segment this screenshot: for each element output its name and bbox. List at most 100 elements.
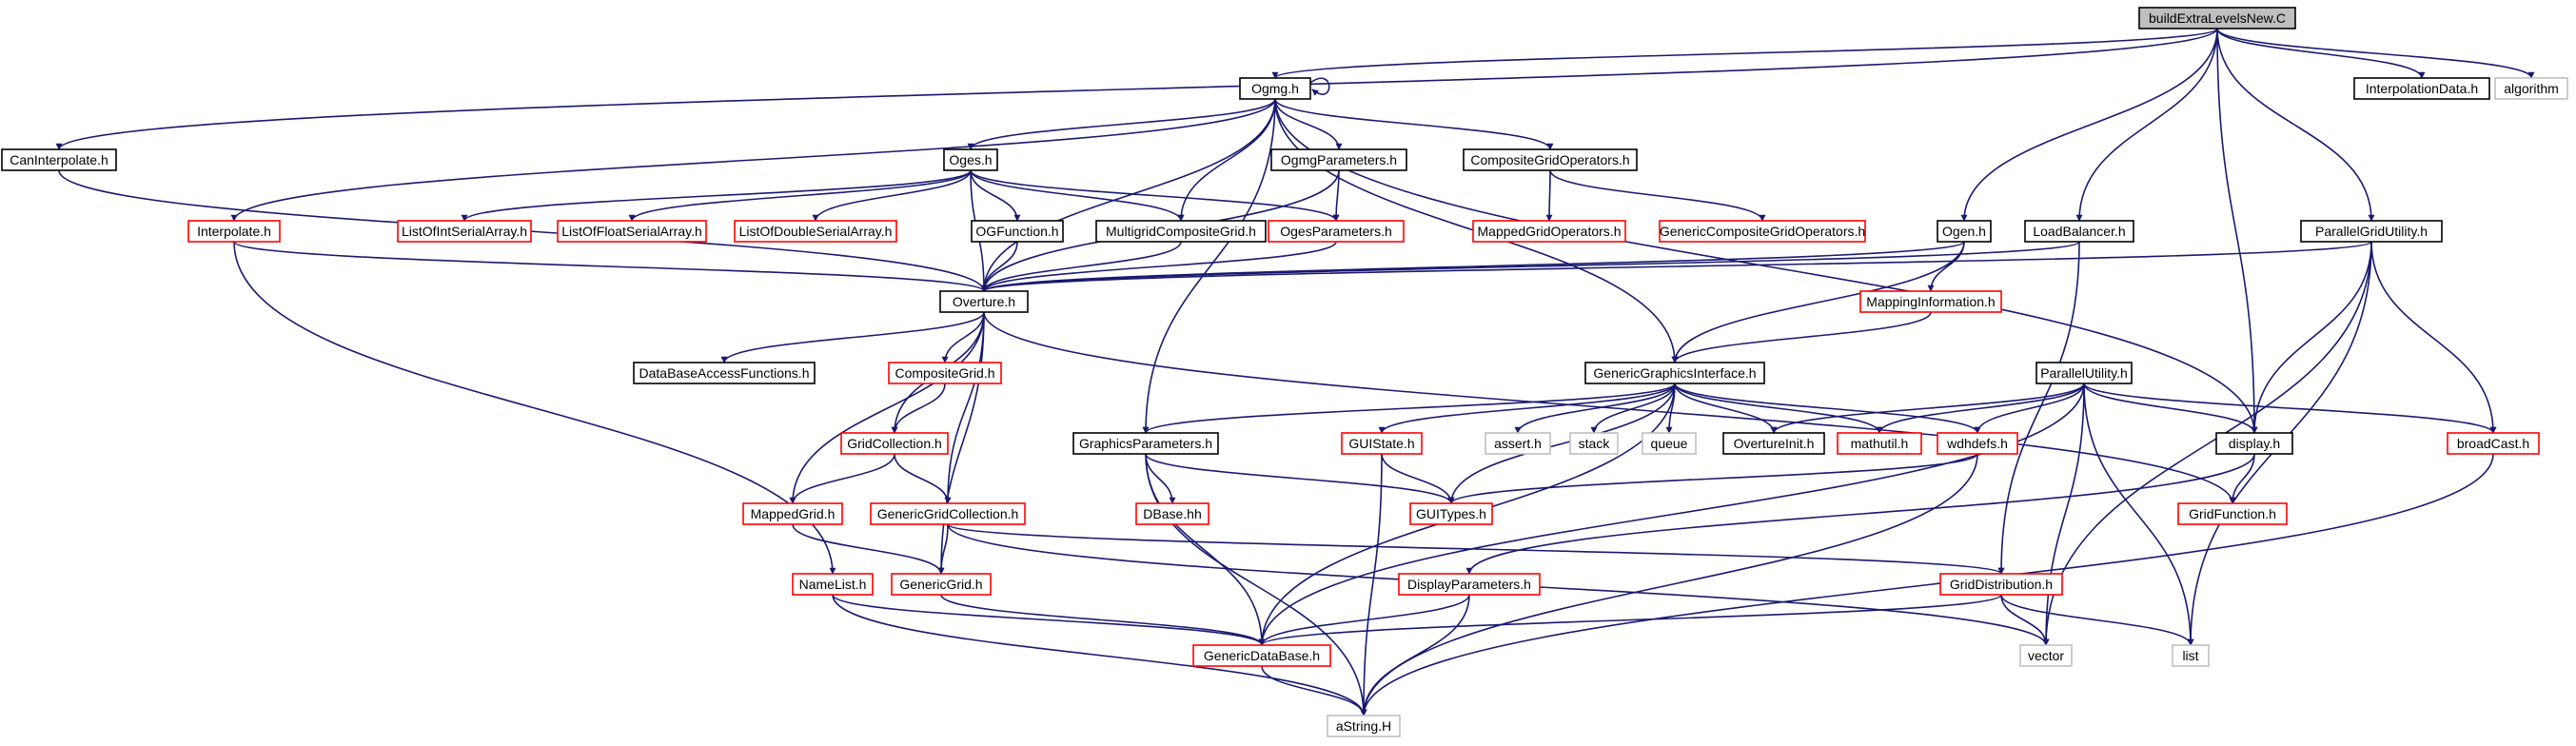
edge-guistate-to-guitypes [1381, 453, 1455, 504]
node-label: MultigridCompositeGrid.h [1106, 224, 1256, 239]
node-asserth: assert.h [1485, 432, 1551, 455]
node-mathutil[interactable]: mathutil.h [1837, 432, 1922, 455]
node-genericgrid[interactable]: GenericGrid.h [891, 573, 992, 596]
node-genericcgops[interactable]: GenericCompositeGridOperators.h [1659, 220, 1866, 243]
node-box [1268, 220, 1405, 243]
node-graphicsparams[interactable]: GraphicsParameters.h [1072, 432, 1219, 455]
node-label: assert.h [1494, 436, 1542, 451]
node-ovinit[interactable]: OvertureInit.h [1722, 432, 1825, 455]
node-ogmgparams[interactable]: OgmgParameters.h [1270, 148, 1407, 171]
node-putility[interactable]: ParallelUtility.h [2035, 362, 2133, 384]
node-gridfunction[interactable]: GridFunction.h [2177, 502, 2288, 525]
edge-root-to-caninterp [55, 28, 2218, 150]
node-broadcast[interactable]: broadCast.h [2447, 432, 2540, 455]
node-compgridops[interactable]: CompositeGridOperators.h [1463, 148, 1638, 171]
node-dbase[interactable]: DBase.hh [1135, 502, 1209, 525]
node-label: ListOfIntSerialArray.h [402, 224, 527, 239]
node-label: ListOfFloatSerialArray.h [561, 224, 702, 239]
node-lofloatserial[interactable]: ListOfFloatSerialArray.h [557, 220, 707, 243]
node-box [1859, 290, 2002, 313]
node-griddist[interactable]: GridDistribution.h [1939, 573, 2063, 596]
node-compositegrid[interactable]: CompositeGrid.h [888, 362, 1002, 384]
node-ogen[interactable]: Ogen.h [1937, 220, 1992, 243]
edge-namelist-to-astring [832, 594, 1367, 717]
edge-namelist-to-genericdb [832, 594, 1266, 646]
node-box [1239, 77, 1311, 100]
edge-ogesparams-to-overture [980, 241, 1337, 292]
node-label: GridFunction.h [2189, 506, 2276, 521]
node-ogmg[interactable]: Ogmg.h [1239, 77, 1311, 100]
node-box [870, 502, 1026, 525]
node-label: OgesParameters.h [1280, 224, 1392, 239]
node-mappedgridops[interactable]: MappedGridOperators.h [1472, 220, 1626, 243]
node-ogfunction[interactable]: OGFunction.h [971, 220, 1064, 243]
node-interpdata[interactable]: InterpolationData.h [2353, 77, 2490, 100]
edge-ogen-to-ggi [1671, 241, 1965, 363]
edge-broadcast-to-astring [1360, 453, 2494, 717]
edge-ggi-to-guistate [1378, 383, 1676, 434]
node-lodoubleserial[interactable]: ListOfDoubleSerialArray.h [734, 220, 897, 243]
edge-ggi-to-mathutil [1674, 383, 1883, 434]
edge-loadbalancer-to-overture [980, 241, 2080, 292]
node-caninterp[interactable]: CanInterpolate.h [1, 148, 117, 171]
edge-graphicsparams-to-guitypes [1145, 453, 1455, 504]
node-label: DataBaseAccessFunctions.h [639, 365, 810, 381]
edge-oges-to-ogfunction [970, 169, 1021, 222]
node-genericgridcoll[interactable]: GenericGridCollection.h [870, 502, 1026, 525]
node-root[interactable]: buildExtraLevelsNew.C [2138, 7, 2296, 29]
edge-putility-to-broadcast [2083, 383, 2497, 434]
node-vector: vector [2019, 644, 2073, 667]
node-ggi[interactable]: GenericGraphicsInterface.h [1584, 362, 1765, 384]
node-guitypes[interactable]: GUITypes.h [1409, 502, 1493, 525]
node-box [1937, 220, 1992, 243]
node-oges[interactable]: Oges.h [943, 148, 998, 171]
node-overture[interactable]: Overture.h [939, 290, 1029, 313]
edge-ggi-to-graphicsparams [1142, 383, 1676, 434]
edge-multigridcg-to-overture [980, 241, 1182, 292]
edge-root-to-pgridutil [2216, 28, 2375, 222]
node-box [734, 220, 897, 243]
node-dbaccess[interactable]: DataBaseAccessFunctions.h [633, 362, 816, 384]
node-box [1569, 432, 1619, 455]
node-mappinginfo[interactable]: MappingInformation.h [1859, 290, 2002, 313]
node-mappedgrid[interactable]: MappedGrid.h [742, 502, 843, 525]
node-box [1937, 432, 2018, 455]
node-wdhdefs[interactable]: wdhdefs.h [1937, 432, 2018, 455]
node-loadbalancer[interactable]: LoadBalancer.h [2024, 220, 2134, 243]
node-label: algorithm [2504, 81, 2559, 96]
node-multigridcg[interactable]: MultigridCompositeGrid.h [1095, 220, 1267, 243]
node-algorithm: algorithm [2494, 77, 2568, 100]
node-guistate[interactable]: GUIState.h [1341, 432, 1423, 455]
node-ogesparams[interactable]: OgesParameters.h [1268, 220, 1405, 243]
node-label: buildExtraLevelsNew.C [2149, 10, 2286, 26]
node-label: ParallelUtility.h [2040, 365, 2128, 381]
edge-loadbalancer-to-griddist [1997, 241, 2080, 575]
node-label: wdhdefs.h [1946, 436, 2008, 451]
node-display[interactable]: display.h [2215, 432, 2293, 455]
node-label: stack [1579, 436, 1611, 451]
node-box [1939, 573, 2063, 596]
node-lointserial[interactable]: ListOfIntSerialArray.h [397, 220, 532, 243]
node-box [943, 148, 998, 171]
node-pgridutil[interactable]: ParallelGridUtility.h [2300, 220, 2443, 243]
node-gridcollection[interactable]: GridCollection.h [840, 432, 949, 455]
node-interpolate[interactable]: Interpolate.h [187, 220, 281, 243]
node-box [2035, 362, 2133, 384]
edge-ogfunction-to-overture [980, 241, 1018, 292]
edge-ggi-to-asserth [1514, 383, 1676, 434]
edge-ogmg-to-compgridops [1274, 98, 1554, 150]
node-genericdb[interactable]: GenericDataBase.h [1192, 644, 1331, 667]
edge-pgridutil-to-broadcast [2370, 241, 2497, 434]
node-box [2024, 220, 2134, 243]
node-label: MappingInformation.h [1866, 294, 1995, 309]
node-box [2172, 644, 2210, 667]
node-label: Ogmg.h [1251, 81, 1299, 96]
node-label: ListOfDoubleSerialArray.h [739, 224, 893, 239]
node-box [1463, 148, 1638, 171]
node-box [1584, 362, 1765, 384]
node-box [1398, 573, 1541, 596]
node-namelist[interactable]: NameList.h [792, 573, 874, 596]
node-label: CompositeGridOperators.h [1470, 152, 1629, 167]
node-displayparams[interactable]: DisplayParameters.h [1398, 573, 1541, 596]
edge-putility-to-mathutil [1876, 383, 2085, 434]
